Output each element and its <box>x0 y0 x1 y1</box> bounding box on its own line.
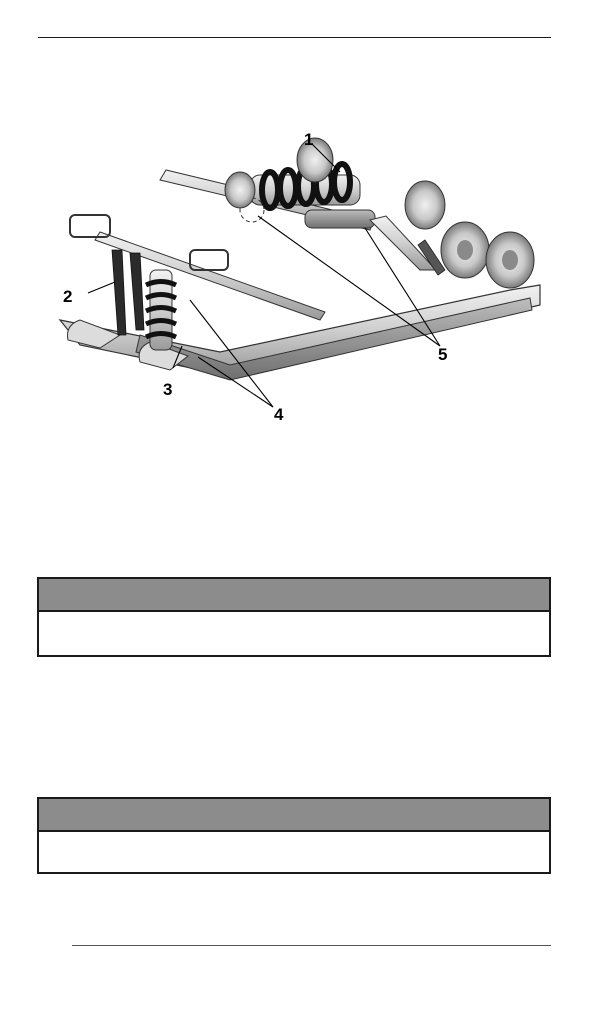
slide-rail <box>58 284 541 381</box>
callout-1: 1 <box>304 130 314 149</box>
limiter-straps <box>111 249 145 336</box>
idler-wheels <box>224 137 535 289</box>
footer-rule <box>72 945 551 946</box>
callout-leaders <box>87 143 441 408</box>
callout-2: 2 <box>63 287 73 306</box>
callout-5: 5 <box>438 345 448 364</box>
front-shock <box>144 269 178 351</box>
notice-box-2-body <box>39 832 549 872</box>
notice-box-1-header <box>39 579 549 612</box>
notice-box-2-header <box>39 799 549 832</box>
suspension-illustration <box>58 137 541 408</box>
notice-box-1 <box>37 577 551 657</box>
header-rule <box>38 37 551 38</box>
notice-box-2 <box>37 797 551 874</box>
rear-shock <box>159 161 376 231</box>
front-arm <box>69 214 326 321</box>
callout-3: 3 <box>163 380 173 399</box>
notice-box-1-body <box>39 612 549 655</box>
callout-4: 4 <box>274 405 284 424</box>
rear-arm <box>369 215 446 276</box>
